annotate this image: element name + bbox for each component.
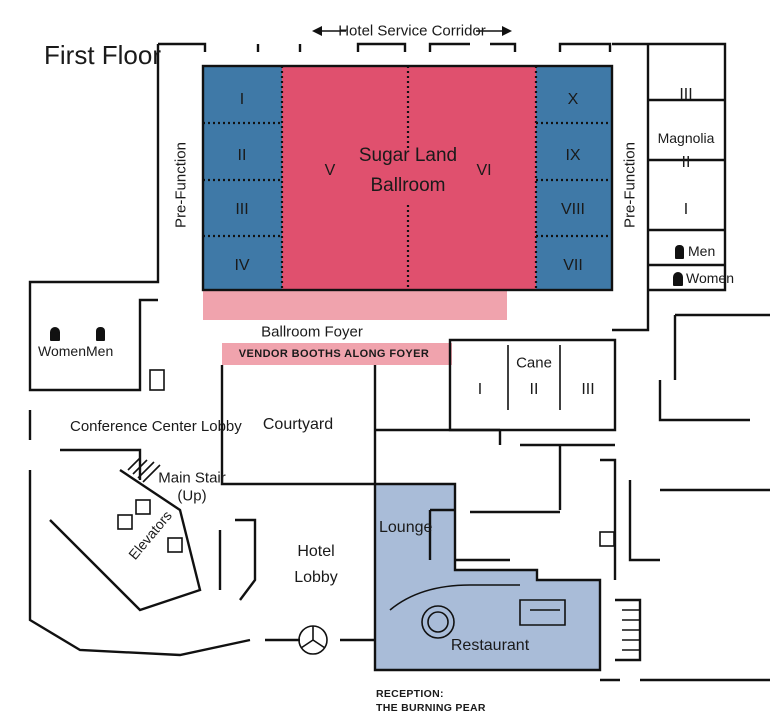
service-corridor-label: Hotel Service Corridor <box>338 22 486 40</box>
vendor-booths-label: VENDOR BOOTHS ALONG FOYER <box>238 348 430 360</box>
reception-label-line1: RECEPTION: <box>376 688 444 700</box>
restroom-women-right: Women <box>686 270 734 286</box>
hotel-lobby-label-line1: Hotel <box>297 543 335 560</box>
restroom-men-left: Men <box>86 343 114 359</box>
conference-center-lobby-label: Conference Center Lobby <box>70 418 242 435</box>
restroom-women-left: Women <box>38 343 86 359</box>
ballroom-section-VI: VI <box>476 162 492 179</box>
reception-label-line2: THE BURNING PEAR <box>376 702 486 714</box>
main-stair-label-line1: Main Stair <box>158 469 226 487</box>
men-restroom-icon-right <box>675 245 684 259</box>
prefunction-right-label: Pre-Function <box>621 142 639 228</box>
restaurant-label: Restaurant <box>450 637 530 654</box>
magnolia-label: Magnolia <box>655 130 717 146</box>
magnolia-section-III: III <box>679 86 693 103</box>
main-stair-treads <box>127 457 161 483</box>
women-restroom-icon-left <box>50 327 60 341</box>
restroom-men-right: Men <box>688 243 716 259</box>
ballroom-section-VII: VII <box>563 257 583 274</box>
lounge-label: Lounge <box>379 519 433 536</box>
magnolia-section-II: II <box>681 154 691 171</box>
floor-title: First Floor <box>44 40 161 70</box>
ballroom-left-zone[interactable] <box>203 66 282 290</box>
main-stair-label-line2: (Up) <box>177 487 207 505</box>
ballroom-center-zone[interactable] <box>282 66 536 290</box>
cane-section-I: I <box>477 381 483 398</box>
ballroom-foyer-label: Ballroom Foyer <box>261 323 363 341</box>
courtyard-label: Courtyard <box>262 416 334 433</box>
vendor-band <box>222 343 452 365</box>
ballroom-name-line2: Ballroom <box>370 175 446 196</box>
magnolia-section-I: I <box>683 201 689 218</box>
hotel-lobby-label-line2: Lobby <box>294 569 338 586</box>
ballroom-section-IV: IV <box>234 257 250 274</box>
prefunction-left-label: Pre-Function <box>172 142 190 228</box>
ballroom-section-V: V <box>324 162 336 179</box>
cane-label: Cane <box>516 354 552 372</box>
service-stair-treads <box>622 609 640 651</box>
ballroom-section-III: III <box>235 201 249 218</box>
ballroom-right-zone[interactable] <box>536 66 612 290</box>
cane-section-II: II <box>529 381 539 398</box>
ballroom-name-line1: Sugar Land <box>358 145 458 166</box>
ballroom-section-VIII: VIII <box>560 201 586 218</box>
foyer-band <box>203 290 507 320</box>
ballroom-section-I: I <box>239 91 245 108</box>
ballroom-section-II: II <box>237 147 247 164</box>
restaurant-zone[interactable] <box>375 484 600 670</box>
ballroom-section-IX: IX <box>565 147 581 164</box>
women-restroom-icon-right <box>673 272 683 286</box>
men-restroom-icon-left <box>96 327 105 341</box>
cane-section-III: III <box>581 381 595 398</box>
ballroom-section-X: X <box>567 91 579 108</box>
